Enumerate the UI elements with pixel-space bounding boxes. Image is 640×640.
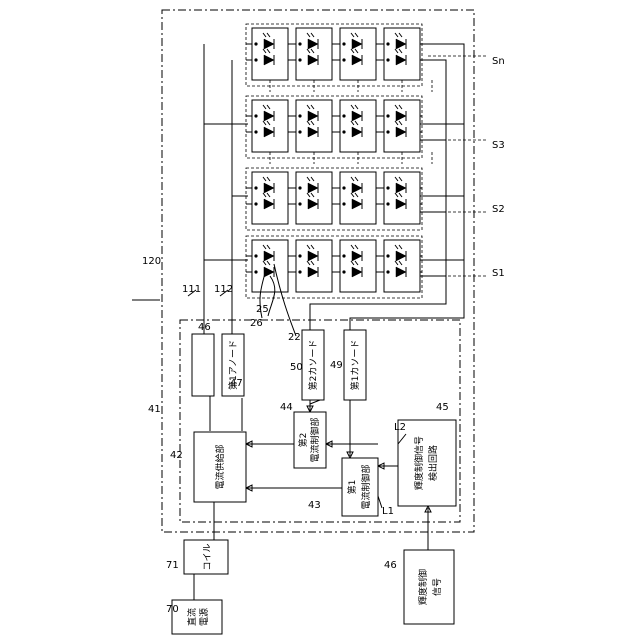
junction-dot (254, 58, 257, 61)
led-cell (252, 100, 288, 152)
junction-dot (298, 42, 301, 45)
svg-text:輝度制御信号: 輝度制御信号 (413, 436, 425, 490)
junction-dot (342, 254, 345, 257)
svg-text:L1: L1 (382, 506, 394, 517)
led-cell (340, 240, 376, 292)
svg-text:コイル: コイル (203, 543, 213, 570)
svg-text:S1: S1 (492, 268, 505, 279)
junction-dot (298, 254, 301, 257)
led-cell (384, 240, 420, 292)
svg-text:第1カソード: 第1カソード (349, 340, 361, 391)
junction-dot (254, 42, 257, 45)
junction-dot (298, 270, 301, 273)
junction-dot (386, 42, 389, 45)
svg-text:電流制御部: 電流制御部 (360, 464, 372, 509)
junction-dot (342, 42, 345, 45)
junction-dot (298, 130, 301, 133)
block-50: 第2カソード (302, 330, 324, 400)
led-cell (252, 28, 288, 80)
svg-text:42: 42 (170, 450, 183, 461)
led-array (204, 24, 464, 298)
svg-text:S2: S2 (492, 204, 505, 215)
led-cell (340, 28, 376, 80)
led-cell (296, 28, 332, 80)
block-44: 第2 電流制御部 (294, 412, 326, 468)
svg-text:120: 120 (142, 256, 161, 267)
junction-dot (342, 58, 345, 61)
string-labels: Sn S3 S2 S1 (428, 56, 505, 279)
junction-dot (298, 202, 301, 205)
svg-text:71: 71 (166, 560, 179, 571)
led-cell (384, 100, 420, 152)
svg-text:第2: 第2 (297, 433, 309, 448)
svg-text:輝度制御: 輝度制御 (417, 569, 429, 605)
svg-text:第1: 第1 (346, 480, 358, 495)
svg-text:S3: S3 (492, 140, 505, 151)
led-cell (252, 172, 288, 224)
svg-text:信号: 信号 (431, 578, 443, 596)
svg-text:22: 22 (288, 332, 301, 343)
svg-text:41: 41 (148, 404, 161, 415)
junction-dot (386, 114, 389, 117)
svg-text:50: 50 (290, 362, 303, 373)
svg-text:44: 44 (280, 402, 293, 413)
block-42: 電流供給部 (194, 432, 246, 502)
svg-text:直流: 直流 (186, 608, 198, 626)
svg-text:25: 25 (256, 304, 269, 315)
svg-text:47: 47 (230, 378, 243, 389)
junction-dot (386, 270, 389, 273)
led-cell (296, 172, 332, 224)
svg-text:43: 43 (308, 500, 321, 511)
svg-text:70: 70 (166, 604, 179, 615)
led-cell (296, 240, 332, 292)
junction-dot (342, 270, 345, 273)
svg-text:電流制御部: 電流制御部 (309, 417, 321, 462)
led-cell (296, 100, 332, 152)
block-71: コイル (184, 540, 228, 574)
block-70: 直流 電源 (172, 600, 222, 634)
svg-text:45: 45 (436, 402, 449, 413)
svg-text:第2カソード: 第2カソード (307, 340, 319, 391)
svg-text:49: 49 (330, 360, 343, 371)
junction-dot (386, 186, 389, 189)
junction-dot (342, 186, 345, 189)
svg-text:電流供給部: 電流供給部 (214, 444, 226, 489)
block-46: 輝度制御 信号 (404, 550, 454, 624)
svg-text:L2: L2 (394, 422, 406, 433)
svg-text:46: 46 (198, 322, 211, 333)
block-43: 第1 電流制御部 (342, 458, 378, 516)
junction-dot (342, 202, 345, 205)
block-49: 第1カソード (344, 330, 366, 400)
junction-dot (254, 114, 257, 117)
led-cell (384, 172, 420, 224)
junction-dot (342, 114, 345, 117)
led-cell (384, 28, 420, 80)
junction-dot (254, 186, 257, 189)
led-cell (340, 172, 376, 224)
junction-dot (254, 254, 257, 257)
svg-text:Sn: Sn (492, 56, 505, 67)
junction-dot (342, 130, 345, 133)
junction-dot (386, 130, 389, 133)
junction-dot (386, 58, 389, 61)
junction-dot (254, 202, 257, 205)
svg-text:46: 46 (384, 560, 397, 571)
junction-dot (386, 254, 389, 257)
junction-dot (298, 186, 301, 189)
led-cell (252, 240, 288, 292)
junction-dot (298, 114, 301, 117)
junction-dot (254, 270, 257, 273)
junction-dot (386, 202, 389, 205)
svg-text:検出回路: 検出回路 (427, 445, 439, 481)
svg-text:電源: 電源 (199, 608, 210, 626)
junction-dot (298, 58, 301, 61)
led-cell (340, 100, 376, 152)
block-47 (192, 334, 214, 396)
junction-dot (254, 130, 257, 133)
block-45: 輝度制御信号 検出回路 (398, 420, 456, 506)
svg-text:26: 26 (250, 318, 263, 329)
